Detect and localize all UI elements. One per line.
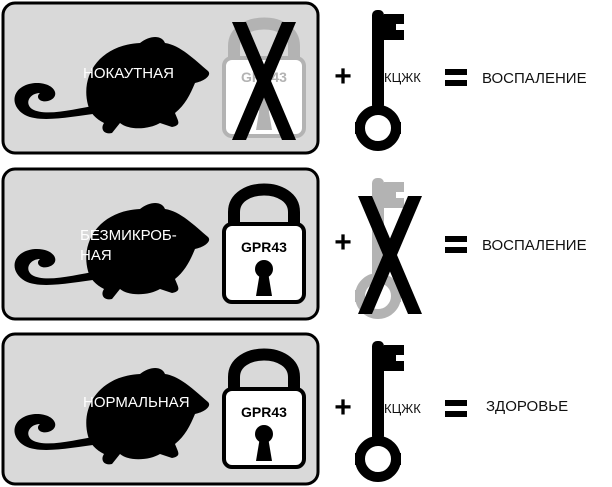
result-label: ЗДОРОВЬЕ xyxy=(486,398,568,415)
lock-icon: GPR43 xyxy=(224,355,304,468)
equals-sign-lower xyxy=(445,247,467,253)
equals-sign xyxy=(445,236,467,242)
row-germ-free: БЕЗМИКРОБ- НАЯ GPR43 + ВОСПАЛЕНИЕ xyxy=(1,167,587,321)
result-label: ВОСПАЛЕНИЕ xyxy=(482,70,587,87)
equals-sign xyxy=(445,69,467,75)
plus-sign: + xyxy=(334,391,352,424)
mouse-label: НОКАУТНАЯ xyxy=(83,65,174,82)
key-label: КЦЖК xyxy=(384,70,421,85)
lock-icon: GPR43 xyxy=(224,190,304,303)
plus-sign: + xyxy=(334,60,352,93)
equals-sign-lower xyxy=(445,411,467,417)
equals-sign-lower xyxy=(445,80,467,86)
lock-label: GPR43 xyxy=(241,404,287,420)
equals-sign xyxy=(445,400,467,406)
cross-icon xyxy=(358,196,422,314)
plus-sign: + xyxy=(334,226,352,259)
result-label: ВОСПАЛЕНИЕ xyxy=(482,237,587,254)
mouse-label-2: НАЯ xyxy=(80,247,112,264)
row-knockout: НОКАУТНАЯ GPR43 + КЦЖК ВОСПАЛЕНИЕ xyxy=(1,1,587,155)
mouse-label: БЕЗМИКРОБ- xyxy=(80,227,177,244)
lock-label: GPR43 xyxy=(241,239,287,255)
row-normal: НОРМАЛЬНАЯ GPR43 + КЦЖК ЗДОРОВЬЕ xyxy=(1,332,568,486)
mouse-label: НОРМАЛЬНАЯ xyxy=(83,394,190,411)
key-label: КЦЖК xyxy=(384,401,421,416)
